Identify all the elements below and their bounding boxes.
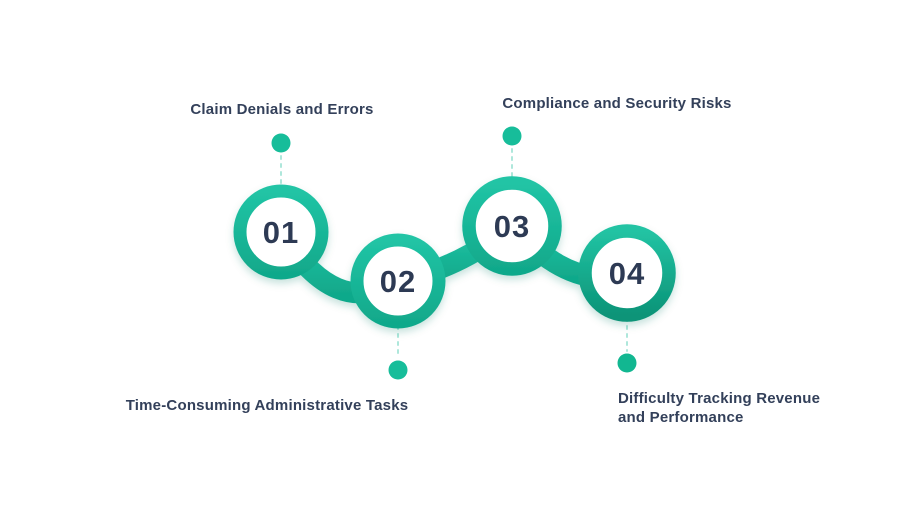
label-step-04: Difficulty Tracking Revenue and Performa… [618,390,821,426]
dot-step-03 [502,126,522,146]
number-step-01: 01 [263,215,299,250]
circle-step-02 [350,233,446,329]
dot-step-04 [617,353,637,373]
label-step-02: Time-Consuming Administrative Tasks [125,397,409,414]
number-step-04: 04 [609,256,645,291]
label-step-03: Compliance and Security Risks [502,95,732,112]
circle-step-04 [578,224,676,322]
circle-step-03 [462,176,562,276]
number-step-03: 03 [494,209,530,244]
number-step-02: 02 [380,264,416,299]
circle-step-01 [233,184,329,280]
dot-step-02 [388,360,408,380]
dot-step-01 [271,133,291,153]
label-step-01: Claim Denials and Errors [190,101,374,118]
